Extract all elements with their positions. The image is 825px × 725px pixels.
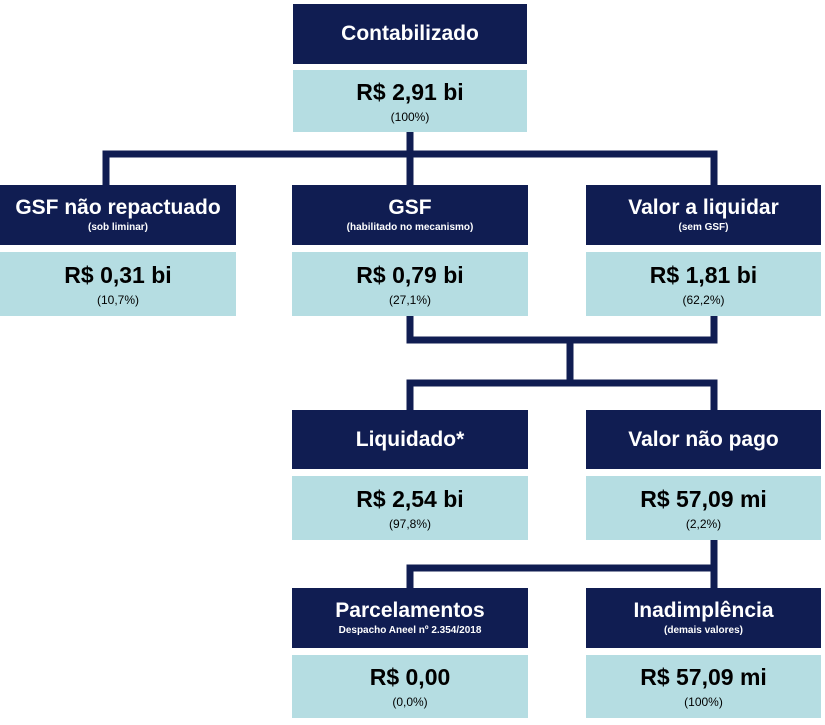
node-percent: (100%)	[684, 695, 723, 709]
node-title: Inadimplência	[633, 599, 774, 622]
node-subtitle: (sob liminar)	[87, 222, 148, 233]
node-contabilizado: Contabilizado R$ 2,91 bi (100%)	[293, 4, 527, 132]
node-amount: R$ 0,00	[369, 664, 451, 690]
node-value-box: R$ 57,09 mi (100%)	[586, 655, 821, 718]
node-value-box: R$ 2,54 bi (97,8%)	[292, 476, 528, 540]
node-header: Contabilizado	[293, 4, 527, 64]
node-percent: (62,2%)	[682, 292, 725, 307]
node-percent: (10,7%)	[96, 292, 140, 307]
node-amount: R$ 0,31 bi	[64, 261, 172, 288]
node-value-box: R$ 0,00 (0,0%)	[292, 655, 528, 718]
node-parcelamentos: Parcelamentos Despacho Aneel nº 2.354/20…	[292, 588, 528, 718]
node-amount: R$ 0,79 bi	[356, 261, 464, 288]
node-percent: (0,0%)	[392, 695, 428, 709]
node-value-box: R$ 57,09 mi (2,2%)	[586, 476, 821, 540]
node-percent: (2,2%)	[685, 516, 722, 531]
node-amount: R$ 57,09 mi	[640, 664, 767, 690]
node-amount: R$ 57,09 mi	[640, 485, 767, 512]
node-title: GSF	[388, 196, 432, 219]
node-title: Liquidado*	[355, 427, 465, 451]
node-header: Valor a liquidar (sem GSF)	[586, 185, 821, 245]
node-header: GSF (habilitado no mecanismo)	[292, 185, 528, 245]
node-header: Valor não pago	[586, 410, 821, 469]
node-title: Valor não pago	[628, 427, 779, 451]
node-subtitle: (demais valores)	[664, 625, 743, 636]
node-value-box: R$ 0,31 bi (10,7%)	[0, 252, 236, 316]
node-amount: R$ 1,81 bi	[649, 261, 758, 288]
node-percent: (97,8%)	[388, 516, 432, 531]
node-header: GSF não repactuado (sob liminar)	[0, 185, 236, 245]
node-gsf-nao-repactuado: GSF não repactuado (sob liminar) R$ 0,31…	[0, 185, 236, 316]
node-value-box: R$ 1,81 bi (62,2%)	[586, 252, 821, 316]
node-title: Valor a liquidar	[628, 196, 779, 219]
node-subtitle: Despacho Aneel nº 2.354/2018	[338, 625, 482, 636]
node-gsf: GSF (habilitado no mecanismo) R$ 0,79 bi…	[292, 185, 528, 316]
node-percent: (27,1%)	[388, 292, 432, 307]
node-inadimplencia: Inadimplência (demais valores) R$ 57,09 …	[586, 588, 821, 718]
node-title: Parcelamentos	[335, 599, 485, 622]
node-valor-nao-pago: Valor não pago R$ 57,09 mi (2,2%)	[586, 410, 821, 540]
node-percent: (100%)	[390, 109, 430, 124]
node-subtitle: (sem GSF)	[678, 222, 729, 233]
node-header: Parcelamentos Despacho Aneel nº 2.354/20…	[292, 588, 528, 648]
node-value-box: R$ 2,91 bi (100%)	[293, 70, 527, 132]
node-amount: R$ 2,91 bi	[356, 78, 464, 105]
node-liquidado: Liquidado* R$ 2,54 bi (97,8%)	[292, 410, 528, 540]
node-title: Contabilizado	[341, 22, 479, 45]
node-header: Inadimplência (demais valores)	[586, 588, 821, 648]
node-amount: R$ 2,54 bi	[356, 485, 464, 512]
node-value-box: R$ 0,79 bi (27,1%)	[292, 252, 528, 316]
node-header: Liquidado*	[292, 410, 528, 469]
node-subtitle: (habilitado no mecanismo)	[346, 222, 474, 233]
node-title: GSF não repactuado	[15, 196, 221, 219]
node-valor-a-liquidar: Valor a liquidar (sem GSF) R$ 1,81 bi (6…	[586, 185, 821, 316]
